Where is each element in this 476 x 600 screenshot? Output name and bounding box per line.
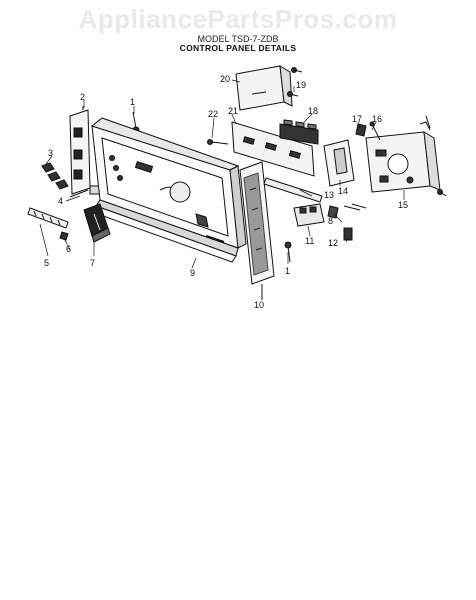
callout-1: 1 bbox=[130, 97, 135, 107]
part-bracket-14 bbox=[323, 139, 355, 187]
callout-6: 6 bbox=[66, 244, 71, 254]
part-control-panel bbox=[90, 117, 247, 263]
callout-2: 2 bbox=[80, 92, 85, 102]
callout-20: 20 bbox=[220, 74, 230, 84]
callout-1-lower: 1 bbox=[285, 266, 290, 276]
model-number: MODEL TSD-7-ZDB bbox=[197, 34, 279, 44]
part-screw-timer bbox=[437, 189, 447, 197]
watermark: AppliancePartsPros.com bbox=[78, 4, 398, 34]
callout-3: 3 bbox=[48, 148, 53, 158]
part-knob bbox=[83, 203, 111, 243]
callout-8: 8 bbox=[328, 216, 333, 226]
callout-12: 12 bbox=[328, 238, 338, 248]
part-bar bbox=[263, 177, 323, 203]
callout-9: 9 bbox=[190, 268, 195, 278]
part-screws-19 bbox=[287, 67, 303, 97]
callout-18: 18 bbox=[308, 106, 318, 116]
part-timer bbox=[365, 131, 441, 193]
callout-11: 11 bbox=[305, 236, 314, 246]
part-switch-11 bbox=[293, 203, 325, 227]
callout-19: 19 bbox=[296, 80, 306, 90]
callout-14: 14 bbox=[338, 186, 348, 196]
part-key-strip bbox=[27, 207, 69, 241]
callout-22: 22 bbox=[208, 109, 218, 119]
leader-lines bbox=[39, 79, 405, 298]
part-clips bbox=[41, 162, 69, 190]
callout-16: 16 bbox=[372, 114, 382, 124]
part-clip-12 bbox=[343, 227, 353, 241]
callout-21: 21 bbox=[228, 106, 238, 116]
callout-10: 10 bbox=[254, 300, 264, 310]
callout-15: 15 bbox=[398, 200, 408, 210]
callout-17: 17 bbox=[352, 114, 362, 124]
section-title: CONTROL PANEL DETAILS bbox=[179, 43, 297, 53]
callout-labels: 1 2 3 4 5 6 7 8 9 10 11 12 13 14 15 16 1… bbox=[44, 74, 408, 310]
part-screw-lower bbox=[284, 241, 292, 263]
part-cover bbox=[235, 65, 293, 111]
part-bracket-left bbox=[69, 106, 91, 195]
callout-5: 5 bbox=[44, 258, 49, 268]
part-clip-8 bbox=[327, 203, 367, 219]
callout-13: 13 bbox=[324, 190, 334, 200]
part-switch-bank bbox=[279, 119, 319, 145]
part-grille bbox=[239, 161, 275, 300]
callout-4: 4 bbox=[58, 196, 63, 206]
callout-7: 7 bbox=[90, 258, 95, 268]
part-16-17 bbox=[355, 115, 431, 141]
